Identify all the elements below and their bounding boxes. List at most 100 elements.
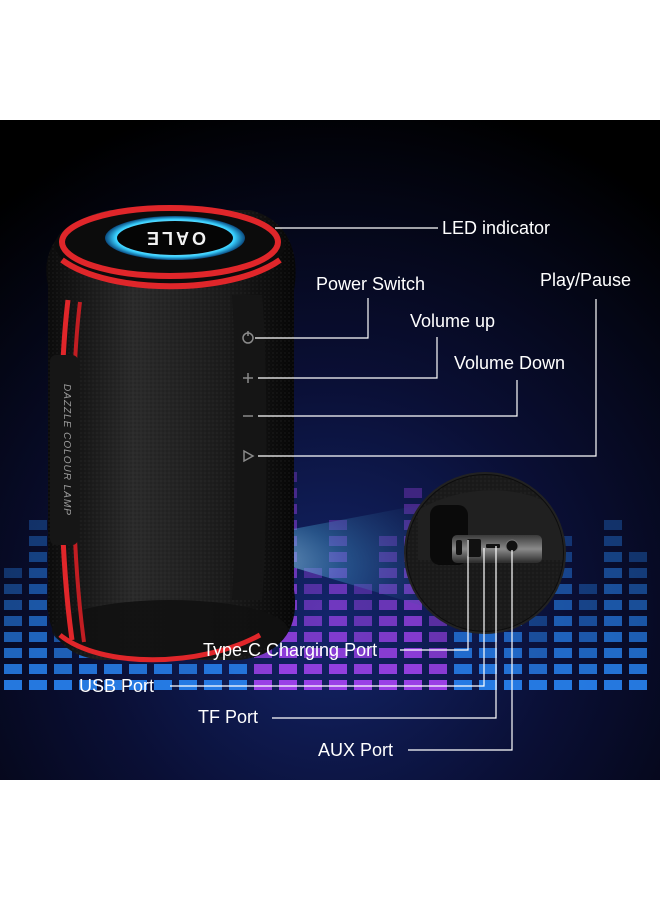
equalizer-segment <box>404 600 422 610</box>
equalizer-segment <box>4 568 22 578</box>
equalizer-segment <box>279 648 297 658</box>
equalizer-segment <box>29 680 47 690</box>
equalizer-segment <box>504 632 522 642</box>
equalizer-segment <box>29 632 47 642</box>
equalizer-segment <box>529 616 547 626</box>
speaker-fabric <box>46 210 296 660</box>
equalizer-segment <box>629 568 647 578</box>
equalizer-segment <box>4 584 22 594</box>
equalizer-segment <box>354 648 372 658</box>
led-indicator-label: LED indicator <box>442 218 551 238</box>
equalizer-segment <box>529 664 547 674</box>
equalizer-segment <box>554 680 572 690</box>
equalizer-segment <box>354 680 372 690</box>
equalizer-segment <box>354 584 372 594</box>
equalizer-segment <box>354 600 372 610</box>
equalizer-segment <box>579 648 597 658</box>
equalizer-segment <box>579 600 597 610</box>
equalizer-segment <box>4 616 22 626</box>
equalizer-segment <box>304 632 322 642</box>
equalizer-segment <box>29 664 47 674</box>
equalizer-segment <box>154 664 172 674</box>
equalizer-segment <box>29 552 47 562</box>
equalizer-segment <box>554 664 572 674</box>
play-pause-label: Play/Pause <box>540 270 632 290</box>
equalizer-segment <box>454 632 472 642</box>
equalizer-segment <box>604 552 622 562</box>
equalizer-segment <box>4 632 22 642</box>
equalizer-segment <box>479 664 497 674</box>
equalizer-segment <box>329 584 347 594</box>
equalizer-segment <box>54 648 72 658</box>
equalizer-segment <box>404 632 422 642</box>
equalizer-segment <box>454 648 472 658</box>
equalizer-segment <box>379 648 397 658</box>
equalizer-segment <box>379 600 397 610</box>
equalizer-segment <box>29 616 47 626</box>
equalizer-segment <box>304 584 322 594</box>
strap-top-front <box>60 257 282 290</box>
equalizer-segment <box>629 616 647 626</box>
equalizer-segment <box>329 632 347 642</box>
power-switch-label: Power Switch <box>316 274 426 294</box>
play-icon <box>243 449 255 463</box>
equalizer-segment <box>29 536 47 546</box>
equalizer-segment <box>304 664 322 674</box>
type-c-port <box>456 540 462 555</box>
equalizer-segment <box>304 616 322 626</box>
equalizer-segment <box>579 664 597 674</box>
power-icon <box>242 331 254 344</box>
equalizer-segment <box>579 632 597 642</box>
equalizer-segment <box>254 664 272 674</box>
equalizer-segment <box>29 600 47 610</box>
equalizer-segment <box>529 648 547 658</box>
speaker-base <box>52 600 288 660</box>
port-panel <box>452 535 542 563</box>
tf-port-label: TF Port <box>198 707 259 727</box>
volume-down-label: Volume Down <box>454 353 566 373</box>
equalizer-segment <box>79 680 97 690</box>
equalizer-segment <box>279 664 297 674</box>
equalizer-segment <box>529 632 547 642</box>
equalizer-segment <box>529 680 547 690</box>
equalizer-segment <box>54 664 72 674</box>
equalizer-segment <box>604 568 622 578</box>
equalizer-segment <box>554 616 572 626</box>
equalizer-segment <box>479 680 497 690</box>
equalizer-segment <box>179 680 197 690</box>
equalizer-segment <box>554 584 572 594</box>
control-icons <box>242 331 255 463</box>
equalizer-segment <box>454 680 472 690</box>
equalizer-segment <box>629 584 647 594</box>
equalizer-segment <box>429 680 447 690</box>
equalizer-segment <box>604 664 622 674</box>
equalizer-segment <box>604 632 622 642</box>
equalizer-segment <box>404 648 422 658</box>
equalizer-segment <box>4 648 22 658</box>
equalizer-segment <box>504 648 522 658</box>
equalizer-segment <box>29 520 47 530</box>
equalizer-segment <box>254 680 272 690</box>
equalizer-segment <box>479 632 497 642</box>
equalizer-segment <box>354 632 372 642</box>
equalizer-segment <box>479 648 497 658</box>
equalizer-segment <box>404 664 422 674</box>
led-top-cap <box>117 221 233 255</box>
equalizer-segment <box>129 664 147 674</box>
equalizer-segment <box>229 664 247 674</box>
speaker <box>46 205 296 663</box>
equalizer-segment <box>429 616 447 626</box>
equalizer-segment <box>629 648 647 658</box>
equalizer-segment <box>604 616 622 626</box>
equalizer-segment <box>454 664 472 674</box>
equalizer-segment <box>579 680 597 690</box>
equalizer-segment <box>154 680 172 690</box>
equalizer-segment <box>429 632 447 642</box>
zoom-inset <box>404 472 566 634</box>
equalizer-segment <box>379 616 397 626</box>
usb-port-label: USB Port <box>79 676 155 696</box>
volume-up-label: Volume up <box>410 311 496 331</box>
equalizer-segment <box>379 680 397 690</box>
equalizer-segment <box>29 648 47 658</box>
